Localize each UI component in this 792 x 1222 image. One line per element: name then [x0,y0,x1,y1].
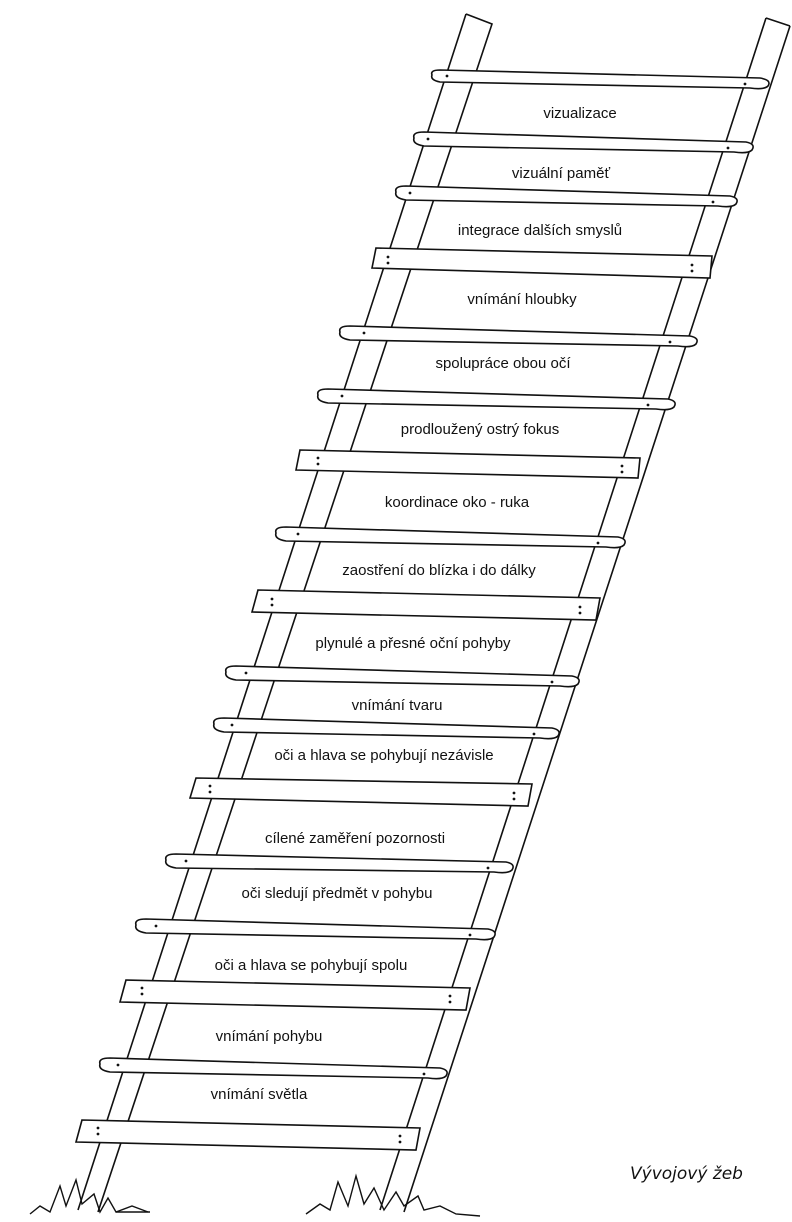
step-label: vnímání světla [211,1086,308,1103]
step-label: koordinace oko - ruka [385,494,530,511]
step-label: vnímání pohybu [216,1028,323,1045]
rung-board [118,979,471,1011]
rung-round [316,388,676,411]
step-label: plynulé a přesné oční pohyby [315,635,511,652]
rung-board [295,449,641,479]
step-label: oči sledují předmět v pohybu [242,885,433,902]
rung-round [134,918,496,941]
grass-right [305,1173,481,1217]
step-label: vizuální paměť [512,165,611,182]
step-label: cílené zaměření pozornosti [265,830,445,847]
rung-round [394,185,738,208]
step-label: integrace dalších smyslů [458,222,622,239]
rung-round [430,69,770,90]
nails [96,74,747,1144]
rung-board [188,777,533,807]
figure-caption: Vývojový žeb [630,1164,743,1184]
rung-board [371,247,713,279]
rung-round [98,1057,448,1080]
step-label: vizualizace [543,105,616,122]
step-label: oči a hlava se pohybují nezávisle [274,747,493,764]
rungs [74,69,770,1151]
rung-board [250,589,601,621]
step-labels: vizualizace vizuální paměť integrace dal… [211,105,622,1103]
step-label: spolupráce obou očí [435,355,571,372]
rung-round [338,325,698,348]
rung-round [274,526,626,549]
step-label: prodloužený ostrý fokus [401,421,559,438]
step-label: vnímání tvaru [352,697,443,714]
step-label: oči a hlava se pohybují spolu [215,957,408,974]
rung-round [224,665,580,688]
step-label: zaostření do blízka i do dálky [342,562,536,579]
rung-round [212,717,560,740]
step-label: vnímání hloubky [467,291,577,308]
rung-round [412,131,754,154]
rung-board [74,1119,421,1151]
grass-left [29,1177,150,1215]
rung-round [164,853,514,874]
